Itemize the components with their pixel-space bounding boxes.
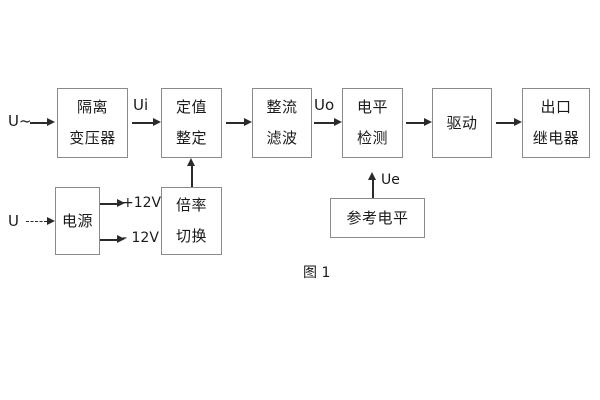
arrow-reference-level-to-level-detection [368, 172, 377, 198]
block-output-relay-line-2: 继电器 [532, 129, 580, 147]
arrow-setting-value-to-rectifier-filter [226, 118, 252, 127]
arrow-drive-to-output-relay [496, 118, 522, 127]
block-level-detection-line-2: 检测 [356, 129, 388, 147]
block-multiplier-switch-line-1: 倍率 [175, 196, 207, 214]
block-multiplier-switch: 倍率 切换 [161, 187, 222, 255]
block-isolation-transformer-line-2: 变压器 [69, 129, 116, 147]
block-reference-level-line-1: 参考电平 [346, 208, 409, 227]
block-setting-value-line-2: 整定 [175, 129, 207, 147]
label-signal-ue: Ue [381, 172, 400, 188]
block-rectifier-filter-line-2: 滤波 [266, 129, 298, 147]
arrow-rectifier-filter-to-level-detection [314, 118, 342, 127]
block-isolation-transformer-line-1: 隔离 [76, 98, 108, 116]
block-power-supply-line-1: 电源 [61, 211, 93, 230]
arrow-input-ac-to-isolation-transformer [30, 118, 55, 127]
label-signal-ui: Ui [133, 96, 149, 114]
arrow-multiplier-switch-to-setting-value [187, 158, 196, 187]
block-drive: 驱动 [432, 88, 492, 158]
label-rail-negative: - 12V [122, 230, 159, 246]
label-rail-positive: +12V [122, 195, 162, 211]
block-rectifier-filter: 整流 滤波 [252, 88, 312, 158]
block-output-relay-line-1: 出口 [540, 98, 572, 116]
block-rectifier-filter-line-1: 整流 [266, 98, 298, 116]
block-setting-value: 定值 整定 [161, 88, 222, 158]
block-power-supply: 电源 [55, 187, 100, 255]
arrow-input-dc-to-power-supply [26, 217, 55, 226]
arrow-power-supply-negative-rail [100, 235, 125, 244]
block-output-relay: 出口 继电器 [522, 88, 590, 158]
block-setting-value-line-1: 定值 [175, 98, 207, 116]
label-input-dc: U [8, 212, 19, 230]
block-isolation-transformer: 隔离 变压器 [57, 88, 128, 158]
block-level-detection: 电平 检测 [342, 88, 403, 158]
block-multiplier-switch-line-2: 切换 [175, 227, 207, 245]
arrow-isolation-transformer-to-setting-value [132, 118, 161, 127]
label-input-ac: U~ [8, 112, 32, 130]
label-signal-uo: Uo [314, 96, 335, 114]
block-drive-line-1: 驱动 [446, 113, 478, 132]
block-reference-level: 参考电平 [330, 198, 425, 238]
block-level-detection-line-1: 电平 [356, 98, 388, 116]
figure-caption: 图 1 [303, 265, 331, 281]
arrow-power-supply-positive-rail [100, 199, 125, 208]
arrow-level-detection-to-drive [406, 118, 432, 127]
